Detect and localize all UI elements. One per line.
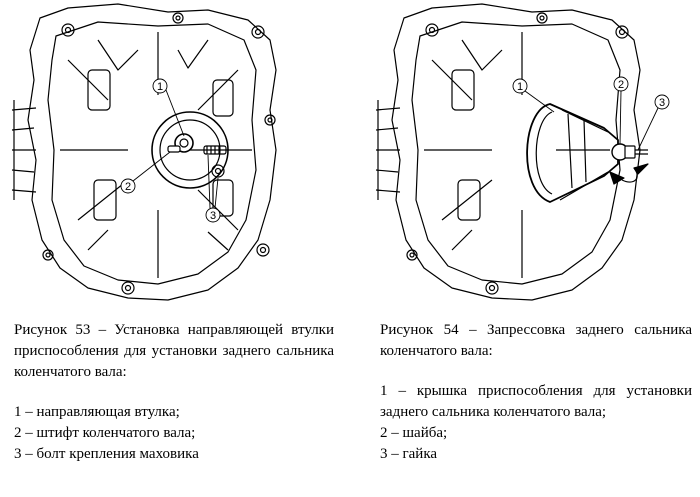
callout-2-label: 2: [125, 181, 131, 193]
engine-rear-drawing: 1 2 3: [11, 3, 277, 301]
figure-54-caption: Рисунок 54 – Запрессовка заднего сальник…: [380, 320, 692, 465]
figure-53-callouts: [120, 78, 221, 223]
figure-53-legend-item-3: 3 – болт крепления маховика: [14, 446, 199, 462]
figure-54-illustration: 1 2 3: [372, 0, 690, 305]
callout-1-label: 1: [517, 81, 523, 93]
figure-53-illustration: 1 2 3: [8, 0, 338, 305]
engine-rear-drawing-with-tool: 1 2 3: [375, 3, 670, 301]
figure-54-title: Рисунок 54 – Запрессовка заднего сальник…: [380, 322, 692, 359]
figure-53-title: Рисунок 53 – Установка направляющей втул…: [14, 322, 334, 380]
callout-3-label: 3: [210, 210, 216, 222]
figure-54-legend-item-2: 2 – шайба;: [380, 425, 448, 441]
figure-53-caption: Рисунок 53 – Установка направляющей втул…: [14, 320, 334, 465]
callout-3-label: 3: [659, 97, 665, 109]
callout-2-label: 2: [618, 79, 624, 91]
figure-54-legend-item-3: 3 – гайка: [380, 446, 438, 462]
figure-53-legend-item-2: 2 – штифт коленчатого вала;: [14, 425, 196, 441]
figure-54-legend-item-1: 1 – крышка приспособления для установки …: [380, 383, 692, 420]
figure-53-legend-item-1: 1 – направляющая втулка;: [14, 404, 180, 420]
callout-1-label: 1: [157, 81, 163, 93]
